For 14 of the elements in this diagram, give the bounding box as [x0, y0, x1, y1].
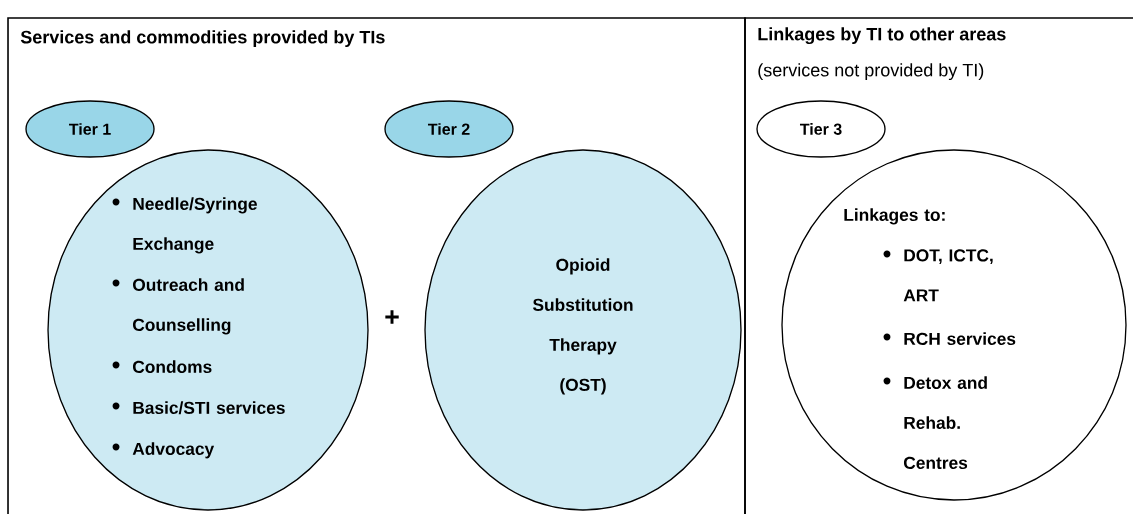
panel-heading: Linkages by TI to other areas	[758, 27, 1006, 45]
list-item: Linkages to:	[844, 208, 945, 225]
list-item: Advocacy	[132, 442, 215, 459]
list-item: Needle/Syringe Exchange	[133, 197, 257, 254]
list-item: Detox and Rehab. Centres	[904, 376, 987, 469]
list-item: RCH services	[904, 332, 1016, 345]
list-item: DOT, ICTC, ART	[903, 249, 993, 302]
list-item: Condoms	[133, 360, 212, 373]
list-item: Basic/STI services	[133, 401, 285, 415]
panel-heading: Services and commodities provided by TIs	[20, 30, 385, 48]
ellipse-text: Opioid Substitution Therapy (OST)	[532, 258, 633, 395]
panel-heading: (services not provided by TI)	[758, 63, 984, 81]
plus-sign: +	[385, 310, 399, 324]
list-item: Outreach and Counselling	[133, 278, 244, 335]
